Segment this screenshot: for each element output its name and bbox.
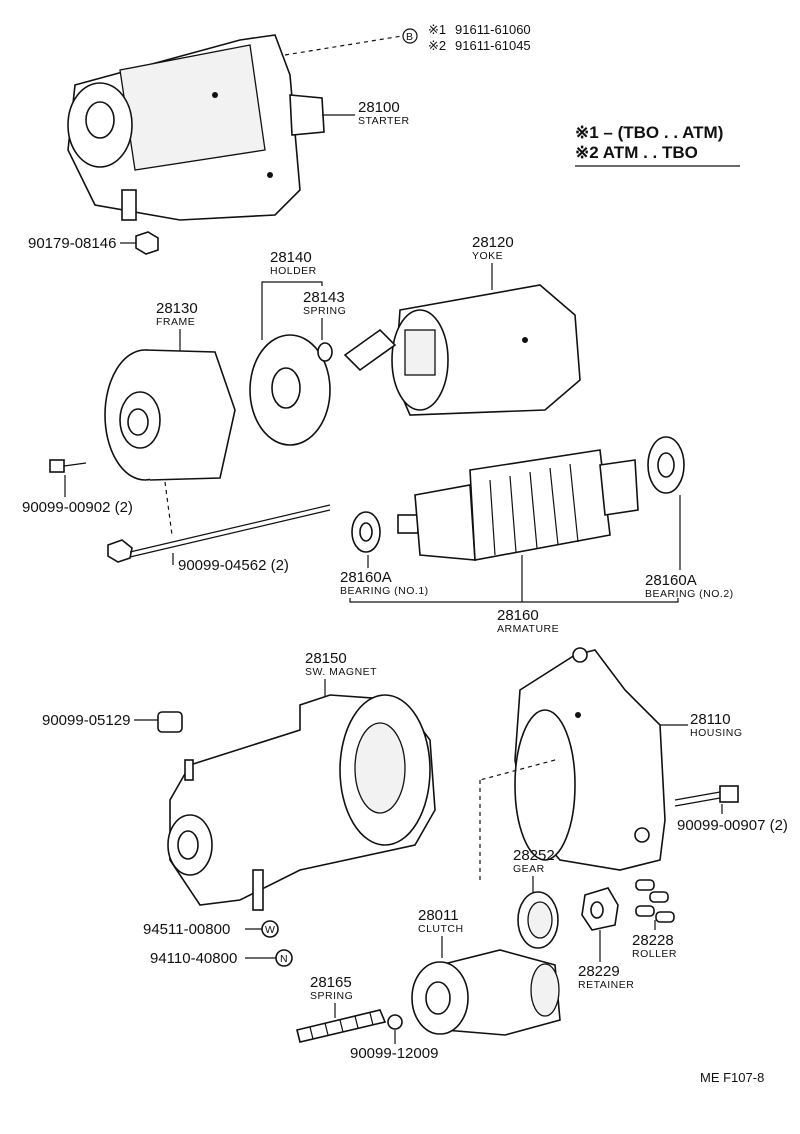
washer-pn: 94511-00800 (143, 921, 230, 938)
yoke-pn: 28120 (472, 234, 514, 251)
yoke-name: YOKE (472, 250, 503, 262)
sw-magnet-name: SW. MAGNET (305, 666, 377, 678)
washer-w-circle (261, 920, 279, 938)
note-2-partnumber: 91611-61045 (455, 38, 531, 53)
nut-pn: 90179-08146 (28, 235, 116, 252)
yoke-drawing (343, 284, 581, 416)
thru-bolt-drawing (107, 504, 331, 563)
note-1-partnumber: 91611-61060 (455, 22, 531, 37)
thru-bolt-pn: 90099-04562 (2) (178, 557, 289, 574)
roller-pn: 28228 (632, 932, 674, 949)
nut-drawing (135, 231, 159, 255)
nut-n-pn: 94110-40800 (150, 950, 237, 967)
legend-line-2: ※2 ATM . . TBO (575, 143, 698, 162)
b-mark-circle (402, 28, 418, 44)
legend-line-1: ※1 – (TBO . . ATM) (575, 123, 723, 142)
armature-pn: 28160 (497, 607, 539, 624)
housing-bolt-pn: 90099-00907 (2) (677, 817, 788, 834)
nut-n-mark: N (280, 953, 288, 965)
frame-pn: 28130 (156, 300, 198, 317)
cap-pn: 90099-05129 (42, 712, 130, 729)
bearing-2-name: BEARING (NO.2) (645, 588, 734, 600)
bearing-1-pn: 28160A (340, 569, 392, 586)
housing-drawing (514, 647, 666, 871)
clutch-drawing (411, 949, 561, 1036)
bearing-1-drawing (351, 511, 381, 553)
note-1-code: ※1 (428, 22, 446, 37)
ball-drawing (387, 1014, 403, 1030)
retainer-drawing (581, 887, 619, 931)
sw-magnet-drawing (167, 694, 436, 911)
holder-name: HOLDER (270, 265, 317, 277)
starter-name: STARTER (358, 115, 410, 127)
housing-bolt-drawing (674, 785, 739, 807)
note-2-code: ※2 (428, 38, 446, 53)
frame-name: FRAME (156, 316, 195, 328)
spring-holder-pn: 28143 (303, 289, 345, 306)
nut-n-circle (275, 949, 293, 967)
housing-name: HOUSING (690, 727, 743, 739)
bearing-1-name: BEARING (NO.1) (340, 585, 429, 597)
gear-pn: 28252 (513, 847, 555, 864)
b-mark: B (406, 31, 414, 43)
gear-name: GEAR (513, 863, 545, 875)
starter-assembly-drawing (67, 34, 325, 221)
diagram-code: ME F107-8 (700, 1070, 764, 1085)
spring-holder-name: SPRING (303, 305, 346, 317)
holder-drawing (249, 334, 333, 446)
gear-drawing (517, 891, 559, 949)
clutch-pn: 28011 (418, 907, 459, 924)
armature-name: ARMATURE (497, 623, 559, 635)
roller-drawing (635, 879, 675, 923)
frame-drawing (104, 349, 236, 481)
ball-pn: 90099-12009 (350, 1045, 438, 1062)
roller-name: ROLLER (632, 948, 677, 960)
holder-pn: 28140 (270, 249, 312, 266)
starter-pn: 28100 (358, 99, 400, 116)
screw-frame-pn: 90099-00902 (2) (22, 499, 133, 516)
clutch-name: CLUTCH (418, 923, 464, 935)
retainer-name: RETAINER (578, 979, 634, 991)
spring-clutch-pn: 28165 (310, 974, 352, 991)
spring-clutch-drawing (296, 1009, 387, 1043)
sw-magnet-pn: 28150 (305, 650, 347, 667)
housing-pn: 28110 (690, 711, 731, 728)
bearing-2-pn: 28160A (645, 572, 697, 589)
retainer-pn: 28229 (578, 963, 620, 980)
cap-drawing (157, 711, 183, 733)
armature-drawing (397, 449, 639, 561)
screw-frame-drawing (49, 459, 87, 473)
spring-clutch-name: SPRING (310, 990, 353, 1002)
washer-w-mark: W (265, 924, 275, 936)
bearing-2-drawing (647, 436, 685, 494)
